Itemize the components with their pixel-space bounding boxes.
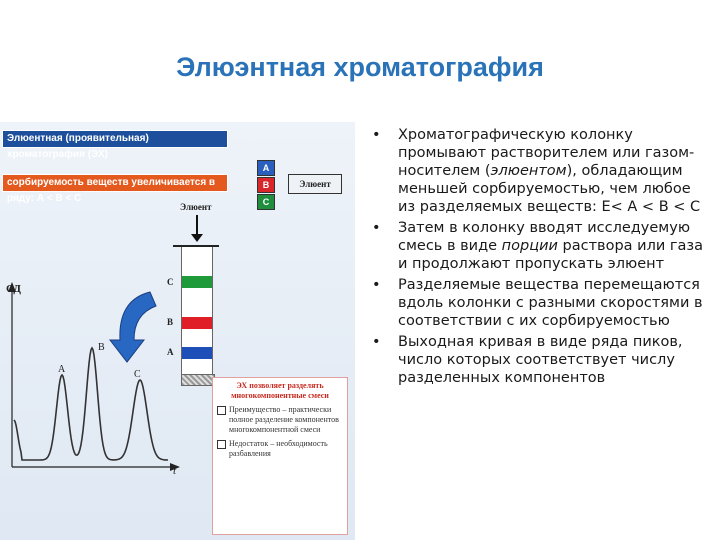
figure-banner-sorbability: сорбируемость веществ увеличивается в ря… xyxy=(2,174,228,204)
peak-label-a: А xyxy=(58,364,66,375)
legend-item-c: С xyxy=(257,194,275,210)
band-label-c: С xyxy=(167,277,174,287)
component-legend: А В С xyxy=(257,160,275,211)
y-axis-arrow xyxy=(8,282,16,292)
column-band-b xyxy=(182,317,212,329)
column-cap xyxy=(173,245,219,247)
chromatogram-curve xyxy=(13,346,168,461)
bullet-item: • Затем в колонку вводят исследуемую смес… xyxy=(370,219,710,273)
bullet-item: • Хроматографическую колонку промывают ра… xyxy=(370,126,710,216)
bullet-emphasis: элюентом xyxy=(490,163,567,179)
bullet-item: • Разделяемые вещества перемещаются вдоль… xyxy=(370,276,710,330)
bullet-dot-icon: • xyxy=(372,277,381,293)
drawback-item: Недостаток – необходимость разбавления xyxy=(217,439,343,459)
legend-item-a: А xyxy=(257,160,275,176)
eluent-box: Элюент xyxy=(288,174,342,194)
checkbox-icon xyxy=(217,406,226,415)
page-title: Элюэнтная хроматография xyxy=(176,52,544,82)
bullet-dot-icon: • xyxy=(372,220,381,236)
drawback-text: Недостаток – необходимость разбавления xyxy=(229,439,328,458)
bullet-dot-icon: • xyxy=(372,127,381,143)
y-axis-label: СД xyxy=(6,283,21,295)
bullet-dot-icon: • xyxy=(372,334,381,350)
bullet-text: Разделяемые вещества перемещаются вдоль … xyxy=(398,277,703,329)
advantages-heading: ЭХ позволяет разделять многокомпонентные… xyxy=(231,381,329,400)
checkbox-icon xyxy=(217,440,226,449)
column-band-a xyxy=(182,347,212,359)
bullet-text: Хроматографическую колонку промывают рас… xyxy=(398,127,695,179)
eluent-label: Элюент xyxy=(180,202,212,212)
column-sorbent-base xyxy=(181,374,215,386)
figure-drawing: СД t А В С xyxy=(6,215,203,477)
bullet-text: Затем в колонку вводят исследуемую смесь… xyxy=(398,220,691,254)
figure-banner-title: Элюентная (проявительная) хроматография … xyxy=(2,130,228,160)
peak-label-b: В xyxy=(98,342,105,353)
x-axis-arrow xyxy=(170,463,180,471)
chromatography-figure: Элюентная (проявительная) хроматография … xyxy=(0,122,355,540)
legend-item-b: В xyxy=(257,177,275,193)
eluent-flow-arrow-head xyxy=(191,234,203,242)
column-band-c xyxy=(182,276,212,288)
advantage-text: Преимущество – практически полное раздел… xyxy=(229,405,339,434)
chromatography-column xyxy=(181,247,213,374)
band-label-b: В xyxy=(167,317,174,327)
bullet-text: Выходная кривая в виде ряда пиков, число… xyxy=(398,334,683,386)
bullet-list: • Хроматографическую колонку промывают ра… xyxy=(370,126,710,390)
bullet-text: раствора или газа и продолжают пропускат… xyxy=(398,238,703,272)
curved-flow-arrow-icon xyxy=(108,291,157,363)
x-axis-label: t xyxy=(173,465,177,477)
advantage-item: Преимущество – практически полное раздел… xyxy=(217,405,343,435)
bullet-emphasis: порции xyxy=(501,238,558,254)
bullet-item: • Выходная кривая в виде ряда пиков, числ… xyxy=(370,333,710,387)
band-label-a: А xyxy=(167,347,174,357)
advantages-box: ЭХ позволяет разделять многокомпонентные… xyxy=(212,377,348,535)
bullet-text: ), обладающим меньшей сорбируемостью, че… xyxy=(398,163,701,215)
peak-label-c: С xyxy=(134,369,141,380)
